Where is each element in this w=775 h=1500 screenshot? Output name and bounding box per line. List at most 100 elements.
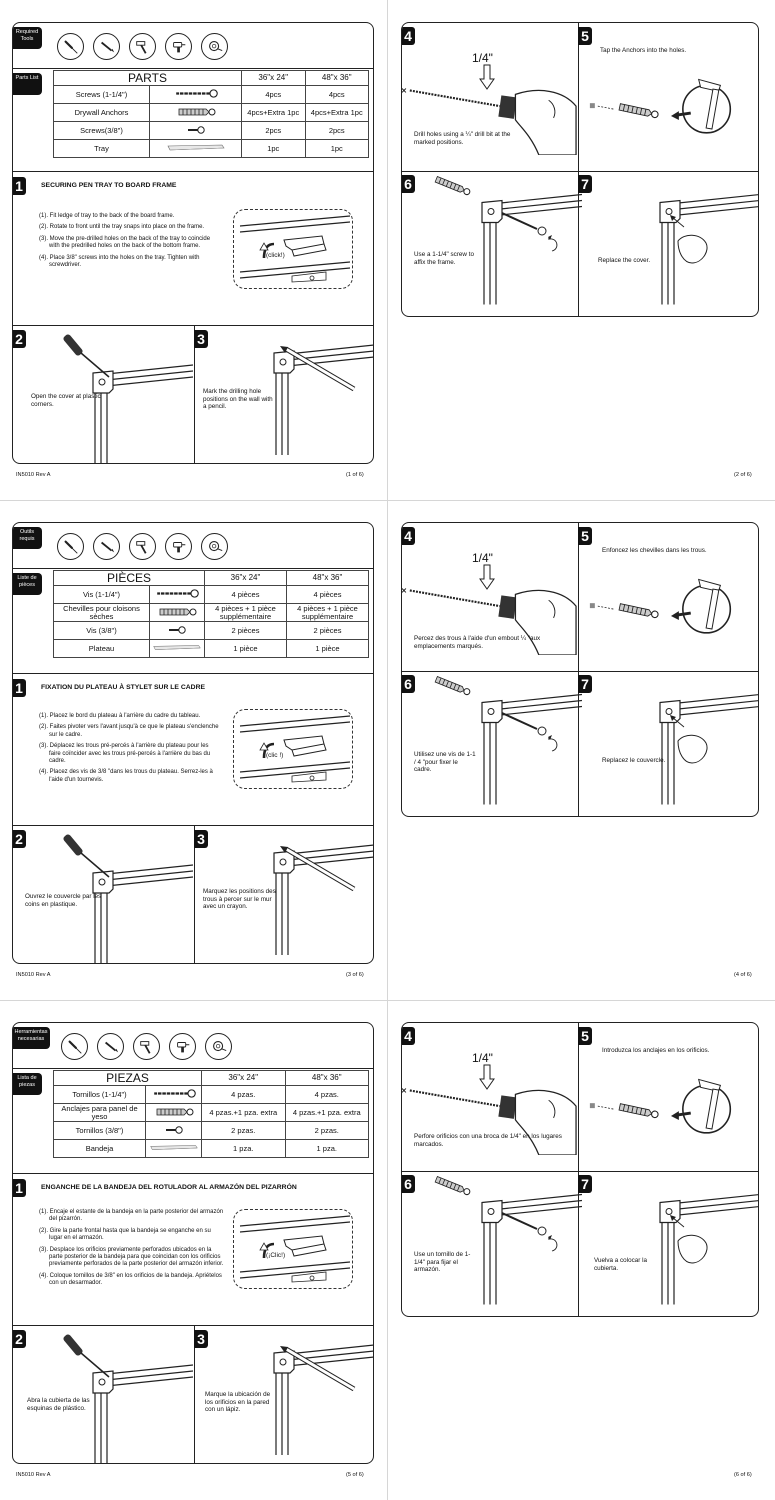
replace-cover-illustration <box>659 193 758 306</box>
step4-caption: Perfore orificios con una broca de 1/4" … <box>414 1133 562 1148</box>
page-divider-vertical <box>387 0 388 1500</box>
qty-large: 1pc <box>304 139 369 158</box>
screw-frame-illustration <box>402 671 582 806</box>
step2-caption: Abra la cubierta de las esquinas de plás… <box>27 1397 90 1412</box>
page-divider-horizontal <box>0 1000 775 1001</box>
qty-small: 4 pzas. <box>201 1085 286 1104</box>
page-fr-right: 4 5 6 7 1/4" Percez des trous à l'aide d… <box>388 500 775 1000</box>
step5-caption: Introduzca los anclajes en los orificios… <box>602 1047 710 1054</box>
qty-small: 2 pzas. <box>201 1121 286 1140</box>
step7-caption: Vuelva a colocar la cubierta. <box>594 1257 647 1272</box>
screwdriver-icon <box>57 533 84 560</box>
step-number-4: 4 <box>402 27 415 45</box>
size-small: 36"x 24" <box>201 1070 286 1086</box>
step-number-5: 5 <box>578 527 592 545</box>
step-number-5: 5 <box>578 1027 592 1045</box>
down-arrow-icon <box>479 64 495 90</box>
step-number-6: 6 <box>402 675 415 693</box>
part-name: Vis (1-1/4") <box>53 585 150 604</box>
page-divider-horizontal <box>0 500 775 501</box>
step-number-2: 2 <box>13 1330 26 1348</box>
step1-title: ENGANCHE DE LA BANDEJA DEL ROTULADOR AL … <box>41 1184 297 1191</box>
step1-list: (1). Fit ledge of tray to the back of th… <box>39 213 221 273</box>
parts-table: PARTS 36"x 24" 48"x 36" Screws (1-1/4")4… <box>53 70 369 158</box>
short-screw-icon <box>149 621 205 640</box>
drill-icon <box>169 1033 196 1060</box>
drill-size-label: 1/4" <box>472 1051 493 1065</box>
click-label: (¡Clic!) <box>266 1252 286 1259</box>
step-number-3: 3 <box>194 1330 208 1348</box>
step-number-6: 6 <box>402 1175 415 1193</box>
parts-table: PIEZAS 36"x 24" 48"x 36" Tornillos (1-1/… <box>53 1070 369 1158</box>
part-name: Bandeja <box>53 1139 146 1158</box>
parts-tab: Parts List <box>13 73 42 95</box>
open-cover-illustration <box>61 1332 193 1463</box>
step-number-7: 7 <box>578 175 592 193</box>
tools-tab: Outils requis <box>13 527 42 549</box>
step-number-1: 1 <box>13 679 26 697</box>
step1-item: (1). Fit ledge of tray to the back of th… <box>39 213 175 219</box>
hammer-icon <box>129 533 156 560</box>
size-large: 48"x 36" <box>284 1070 369 1086</box>
drill-size-label: 1/4" <box>472 51 493 65</box>
page-number: (5 of 6) <box>346 1472 364 1478</box>
short-screw-icon <box>149 121 242 140</box>
part-name: Screws (1-1/4") <box>53 85 150 104</box>
screwdriver-icon <box>57 33 84 60</box>
tray-snap-illustration: (¡Clic!) <box>233 1209 353 1289</box>
step3-caption: Mark the drilling hole positions on the … <box>203 388 273 411</box>
step-number-7: 7 <box>578 1175 592 1193</box>
part-name: Screws(3/8") <box>53 121 150 140</box>
qty-large: 2 pièces <box>286 621 369 640</box>
pencil-icon <box>97 1033 124 1060</box>
drill-icon <box>165 533 192 560</box>
hammer-anchor-illustration <box>580 73 758 163</box>
tools-row <box>57 533 228 560</box>
step-number-5: 5 <box>578 27 592 45</box>
tools-tab: Herramientas necesarias <box>13 1027 50 1049</box>
drill-size-label: 1/4" <box>472 551 493 565</box>
size-small: 36"x 24" <box>204 570 287 586</box>
long-screw-icon <box>149 585 205 604</box>
pencil-icon <box>93 533 120 560</box>
steps-frame: 4 5 6 7 1/4" Perfore orificios con una b… <box>401 1022 759 1317</box>
qty-small: 4 pzas.+1 pza. extra <box>201 1103 286 1122</box>
tray-icon <box>149 139 242 158</box>
size-large: 48"x 36" <box>286 570 369 586</box>
page-number: (6 of 6) <box>734 1472 752 1478</box>
step1-item: (1). Encaje el estante de la bandeja en … <box>39 1209 224 1223</box>
qty-small: 1 pza. <box>201 1139 286 1158</box>
step-number-3: 3 <box>194 830 208 848</box>
tape-measure-icon <box>201 33 228 60</box>
replace-cover-illustration <box>659 693 758 806</box>
size-small: 36"x 24" <box>241 70 306 86</box>
footer-code: IN5010 Rev A <box>16 472 51 478</box>
parts-tab: Lista de piezas <box>13 1073 42 1095</box>
parts-tab: Liste de pièces <box>13 573 42 595</box>
screw-frame-illustration <box>402 171 582 306</box>
step1-item: (3). Move the pre-drilled holes on the b… <box>39 235 211 250</box>
step-number-4: 4 <box>402 527 415 545</box>
qty-large: 4 pièces <box>286 585 369 604</box>
qty-large: 4 pzas.+1 pza. extra <box>284 1103 369 1122</box>
step-number-2: 2 <box>13 330 26 348</box>
part-name: Plateau <box>53 639 150 658</box>
step-number-1: 1 <box>13 1179 26 1197</box>
anchor-icon <box>149 103 242 122</box>
click-label: (clic !) <box>266 752 284 759</box>
qty-small: 4pcs <box>241 85 306 104</box>
step1-item: (2). Faites pivoter vers l'avant jusqu'à… <box>39 724 219 738</box>
step1-item: (1). Placez le bord du plateau à l'arriè… <box>39 713 201 719</box>
page-es-left: Herramientas necesarias Lista de piezas … <box>0 1000 387 1500</box>
step1-item: (4). Placez des vis de 3/8 "dans les tro… <box>39 769 213 783</box>
steps-frame: 4 5 6 7 1/4" Percez des trous à l'aide d… <box>401 522 759 817</box>
page-number: (2 of 6) <box>734 472 752 478</box>
page-es-right: 4 5 6 7 1/4" Perfore orificios con una b… <box>388 1000 775 1500</box>
qty-small: 2 pièces <box>204 621 287 640</box>
qty-large: 4pcs+Extra 1pc <box>304 103 369 122</box>
page-number: (1 of 6) <box>346 472 364 478</box>
click-label: (click!) <box>266 252 285 259</box>
qty-large: 2 pzas. <box>284 1121 369 1140</box>
screwdriver-icon <box>61 1033 88 1060</box>
parts-header: PARTS <box>53 70 242 86</box>
